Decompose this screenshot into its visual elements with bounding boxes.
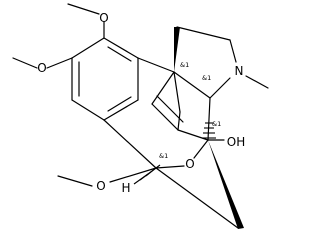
atom-labels: O O N OH O O H <box>37 11 245 195</box>
atom-o-methoxy-top: O <box>99 11 108 25</box>
atom-n: N <box>235 64 244 78</box>
c6-methoxy <box>57 167 157 187</box>
atom-o-methoxy-left: O <box>37 61 46 75</box>
upper-rings <box>137 26 269 99</box>
stereo-label-c14: &1 <box>202 74 211 82</box>
atom-h: H <box>121 181 130 195</box>
stereo-label-c13: &1 <box>180 61 189 69</box>
stereo-label-c5: &1 <box>212 120 221 128</box>
bridge-carbons <box>103 97 244 229</box>
etheno-bridge <box>151 71 209 141</box>
methoxy-substituents <box>12 3 105 69</box>
hashed-bond-c14 <box>202 122 216 139</box>
atom-oh: OH <box>227 135 245 149</box>
aromatic-ring <box>71 37 139 121</box>
atom-o-methoxy-bottom: O <box>96 179 105 193</box>
hydrogen-bond <box>133 164 161 185</box>
stereo-label-c6: &1 <box>159 152 168 160</box>
stereo-descriptors: &1 &1 &1 &1 <box>159 61 221 160</box>
chemical-structure: O O N OH O O H &1 &1 &1 &1 <box>12 3 269 229</box>
atom-o-bridge: O <box>185 157 194 171</box>
